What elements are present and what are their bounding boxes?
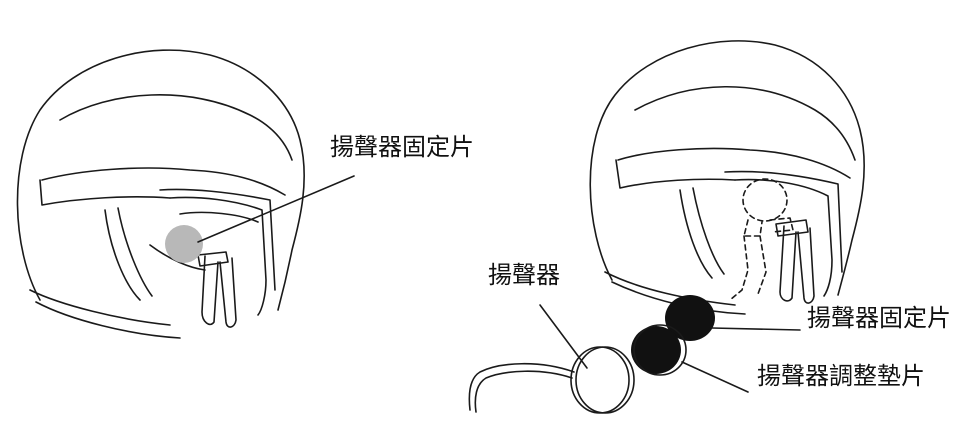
- left-helmet: [17, 50, 304, 338]
- right-adjust-pad: [631, 326, 681, 374]
- right-speaker-holder-label: 揚聲器固定片: [807, 304, 951, 332]
- right-dashed-speaker-outline: [730, 179, 793, 300]
- speaker-leader-line: [540, 305, 587, 368]
- left-speaker-holder-dot: [165, 225, 203, 263]
- right-holder-leader-line: [712, 328, 800, 330]
- right-adjust-pad-label: 揚聲器調整墊片: [757, 362, 925, 390]
- left-leader-line: [198, 176, 354, 242]
- right-helmet: [590, 41, 864, 314]
- speaker-label: 揚聲器: [488, 261, 560, 289]
- speaker-graphic: [469, 347, 634, 413]
- right-speaker-holder-pad: [665, 295, 715, 341]
- left-speaker-holder-label: 揚聲器固定片: [330, 133, 474, 161]
- right-adjust-leader-line: [682, 362, 748, 392]
